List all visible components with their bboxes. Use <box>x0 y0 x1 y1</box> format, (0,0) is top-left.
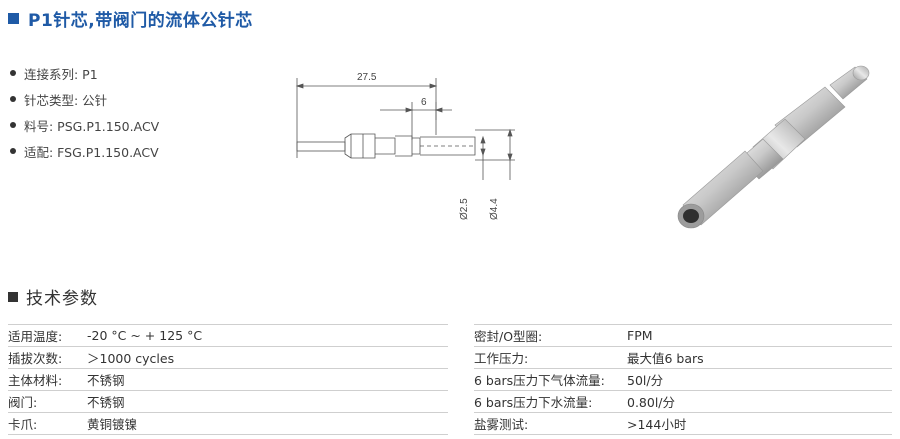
spec-value: FPM <box>627 328 653 343</box>
spec-value: -20 °C ~ + 125 °C <box>87 328 203 343</box>
spec-table-left: 适用温度: -20 °C ~ + 125 °C 插拔次数: ＞1000 cycles… <box>8 324 448 435</box>
table-row: 盐雾测试: >144小时 <box>474 412 892 435</box>
table-row: 主体材料: 不锈钢 <box>8 368 448 390</box>
dimension-valve-label: 6 <box>421 97 427 108</box>
spec-label: 适用温度: <box>8 329 63 344</box>
spec-value: 黄铜镀镍 <box>87 417 138 432</box>
spec-table-right: 密封/O型圈: FPM 工作压力: 最大值6 bars 6 bars压力下气体流量:… <box>474 324 892 435</box>
table-row: 6 bars压力下水流量: 0.80l/分 <box>474 390 892 412</box>
dimension-d2-label: Ø4.4 <box>489 198 500 220</box>
table-row: 工作压力: 最大值6 bars <box>474 346 892 368</box>
section-header: 技术参数 <box>8 284 98 309</box>
arrowhead <box>405 107 414 113</box>
pin-collar <box>375 137 396 155</box>
list-item: 连接系列: P1 <box>10 60 159 86</box>
spec-label: 6 bars压力下水流量: <box>474 395 593 410</box>
list-item: 适配: FSG.P1.150.ACV <box>10 138 159 164</box>
section-square-marker <box>8 291 18 302</box>
bullet-dot-icon <box>10 148 16 154</box>
arrowhead <box>480 148 486 157</box>
dimension-d1-label: Ø2.5 <box>459 198 470 220</box>
technical-drawing: 27.5 6 Ø2.5 Ø4.4 <box>295 72 515 220</box>
title-square-marker <box>8 13 19 24</box>
product-render-image <box>677 65 870 229</box>
spec-value: 不锈钢 <box>87 395 125 410</box>
product-info-list: 连接系列: P1 针芯类型: 公针 料号: PSG.P1.150.ACV 适配:… <box>10 60 159 164</box>
table-row: 6 bars压力下气体流量: 50l/分 <box>474 368 892 390</box>
arrowhead <box>507 153 513 162</box>
table-row: 卡爪: 黄铜镀镍 <box>8 412 448 435</box>
table-row: 阀门: 不锈钢 <box>8 390 448 412</box>
arrowhead <box>480 135 486 144</box>
pin-shaft <box>420 136 476 156</box>
spec-label: 插拔次数: <box>8 351 63 366</box>
page-header: P1针芯,带阀门的流体公针芯 <box>8 6 253 31</box>
list-item-text: 适配: FSG.P1.150.ACV <box>24 144 159 160</box>
section-title: 技术参数 <box>26 289 98 309</box>
pin-claw-section <box>344 133 376 159</box>
spec-label: 阀门: <box>8 395 38 410</box>
list-item: 针芯类型: 公针 <box>10 86 159 112</box>
pin-tip <box>296 141 346 152</box>
dimension-length-label: 27.5 <box>357 72 377 83</box>
pin-body <box>395 135 413 157</box>
list-item-text: 针芯类型: 公针 <box>24 92 108 108</box>
spec-value: ＞1000 cycles <box>87 351 175 366</box>
list-item: 料号: PSG.P1.150.ACV <box>10 112 159 138</box>
spec-label: 6 bars压力下气体流量: <box>474 373 605 388</box>
spec-label: 工作压力: <box>474 351 529 366</box>
spec-value: >144小时 <box>627 417 687 432</box>
spec-value: 最大值6 bars <box>627 351 704 366</box>
spec-label: 盐雾测试: <box>474 417 529 432</box>
spec-label: 卡爪: <box>8 417 38 432</box>
arrowhead <box>507 128 513 137</box>
spec-label: 密封/O型圈: <box>474 329 543 344</box>
spec-value: 50l/分 <box>627 373 664 388</box>
arrowhead <box>434 107 443 113</box>
bullet-dot-icon <box>10 70 16 76</box>
arrowhead <box>429 83 438 89</box>
spec-label: 主体材料: <box>8 373 63 388</box>
bullet-dot-icon <box>10 122 16 128</box>
list-item-text: 连接系列: P1 <box>24 66 98 82</box>
arrowhead <box>295 83 304 89</box>
table-row: 密封/O型圈: FPM <box>474 324 892 346</box>
bullet-dot-icon <box>10 96 16 102</box>
spec-value: 不锈钢 <box>87 373 125 388</box>
table-row: 插拔次数: ＞1000 cycles <box>8 346 448 368</box>
page-title: P1针芯,带阀门的流体公针芯 <box>28 11 253 31</box>
spec-value: 0.80l/分 <box>627 395 676 410</box>
table-row: 适用温度: -20 °C ~ + 125 °C <box>8 324 448 346</box>
list-item-text: 料号: PSG.P1.150.ACV <box>24 118 160 134</box>
